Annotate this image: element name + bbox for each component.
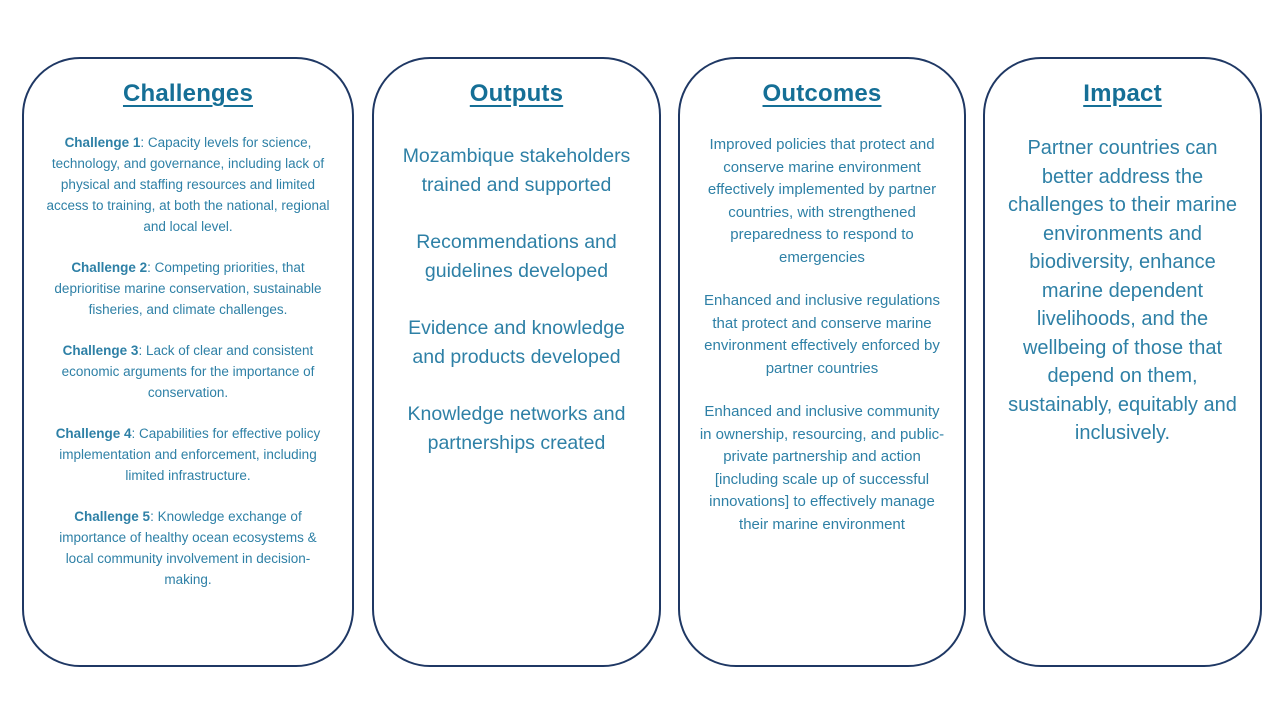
- challenge-item: Challenge 5: Knowledge exchange of impor…: [59, 509, 317, 587]
- challenges-column: Challenges Challenge 1: Capacity levels …: [22, 57, 354, 667]
- outcomes-body: Improved policies that protect and conse…: [680, 108, 964, 536]
- outcome-item: Enhanced and inclusive community in owne…: [699, 403, 945, 533]
- challenge-item: Challenge 1: Capacity levels for science…: [46, 135, 330, 234]
- output-item: Evidence and knowledge and products deve…: [408, 317, 625, 368]
- impact-text: Partner countries can better address the…: [1007, 137, 1237, 444]
- outputs-column: Outputs Mozambique stakeholders trained …: [372, 57, 661, 667]
- outcomes-column: Outcomes Improved policies that protect …: [678, 57, 966, 667]
- impact-column: Impact Partner countries can better addr…: [983, 57, 1262, 667]
- challenges-body: Challenge 1: Capacity levels for science…: [24, 108, 352, 590]
- outcomes-title: Outcomes: [762, 80, 882, 107]
- impact-body: Partner countries can better address the…: [985, 108, 1260, 448]
- challenge-item: Challenge 4: Capabilities for effective …: [55, 426, 321, 483]
- challenge-item: Challenge 2: Competing priorities, that …: [54, 260, 322, 317]
- challenges-title: Challenges: [122, 80, 254, 107]
- outcome-item: Enhanced and inclusive regulations that …: [704, 292, 940, 377]
- output-item: Recommendations and guidelines developed: [416, 231, 617, 282]
- outputs-body: Mozambique stakeholders trained and supp…: [374, 108, 659, 458]
- challenge-item: Challenge 3: Lack of clear and consisten…: [61, 343, 315, 400]
- impact-title: Impact: [1083, 80, 1162, 107]
- outcome-item: Improved policies that protect and conse…: [707, 136, 937, 266]
- output-item: Knowledge networks and partnerships crea…: [407, 403, 626, 454]
- output-item: Mozambique stakeholders trained and supp…: [402, 145, 631, 196]
- outputs-title: Outputs: [469, 80, 564, 107]
